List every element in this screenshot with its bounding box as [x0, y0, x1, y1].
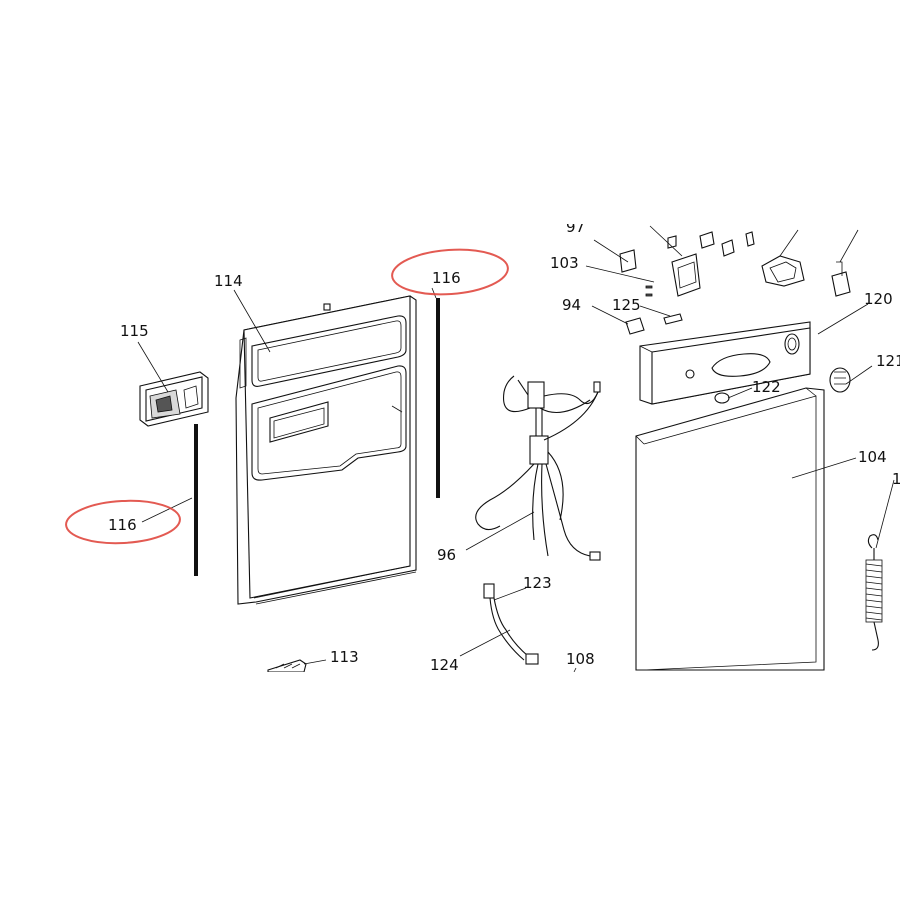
bottom-whitespace: [0, 672, 900, 900]
callout-108: 108: [566, 650, 595, 668]
callout-96: 96: [437, 546, 456, 564]
callout-114: 114: [214, 272, 243, 290]
highlight-ellipses: [65, 248, 509, 545]
control-knob: [829, 367, 851, 393]
callout-121: 121: [876, 352, 900, 370]
button-122: [714, 392, 730, 404]
callout-104: 104: [858, 448, 887, 466]
gasket-strip-right: [436, 298, 440, 498]
callout-103: 103: [550, 254, 579, 272]
callout-122: 122: [752, 378, 781, 396]
detergent-dispenser: [139, 371, 209, 427]
wiring-harness: [475, 375, 601, 561]
door-sensor-wire: [483, 583, 539, 665]
outer-door-panel: [635, 387, 825, 671]
callout-123: 123: [523, 574, 552, 592]
callout-labels: 97 103 125 94 120 121 122 104 1 114 116 …: [108, 218, 900, 674]
top-whitespace: [0, 0, 900, 224]
part-113: [267, 659, 307, 673]
callout-116-top: 116: [432, 269, 461, 287]
control-module: [619, 231, 851, 335]
inner-door-panel: [235, 295, 417, 605]
callout-116-left: 116: [108, 516, 137, 534]
callout-94: 94: [562, 296, 581, 314]
callout-115: 115: [120, 322, 149, 340]
highlight-116-top: [391, 248, 509, 296]
door-spring: [865, 534, 883, 651]
callout-125: 125: [612, 296, 641, 314]
callout-1: 1: [892, 470, 900, 488]
callout-113: 113: [330, 648, 359, 666]
leader-lines: [137, 225, 895, 673]
callout-124: 124: [430, 656, 459, 674]
gasket-strip-left: [194, 424, 198, 576]
control-panel-fascia: [639, 321, 811, 405]
highlight-116-left: [65, 499, 181, 545]
callout-120: 120: [864, 290, 893, 308]
